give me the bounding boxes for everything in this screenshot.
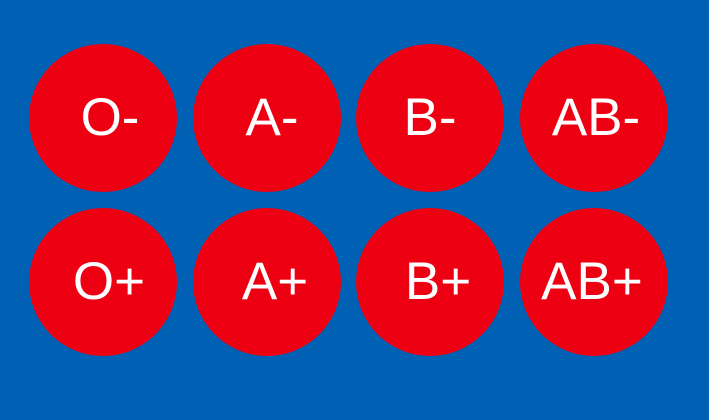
blood-type-o-negative: O- bbox=[29, 44, 177, 192]
blood-type-label: O- bbox=[80, 88, 140, 147]
blood-type-label: A+ bbox=[241, 252, 309, 311]
blood-type-label: A- bbox=[245, 88, 299, 147]
blood-type-a-positive: A+ bbox=[193, 208, 341, 356]
blood-type-b-positive: B+ bbox=[356, 208, 504, 356]
blood-type-label: AB+ bbox=[541, 252, 643, 311]
blood-type-ab-negative: AB- bbox=[520, 44, 668, 192]
blood-type-ab-positive: AB+ bbox=[520, 208, 668, 356]
blood-type-o-positive: O+ bbox=[29, 208, 177, 356]
blood-type-label: B+ bbox=[404, 252, 472, 311]
blood-type-a-negative: A- bbox=[193, 44, 341, 192]
blood-type-label: B- bbox=[403, 88, 457, 147]
blood-type-label: AB- bbox=[551, 88, 641, 147]
blood-type-label: O+ bbox=[72, 252, 146, 311]
blood-type-b-negative: B- bbox=[356, 44, 504, 192]
